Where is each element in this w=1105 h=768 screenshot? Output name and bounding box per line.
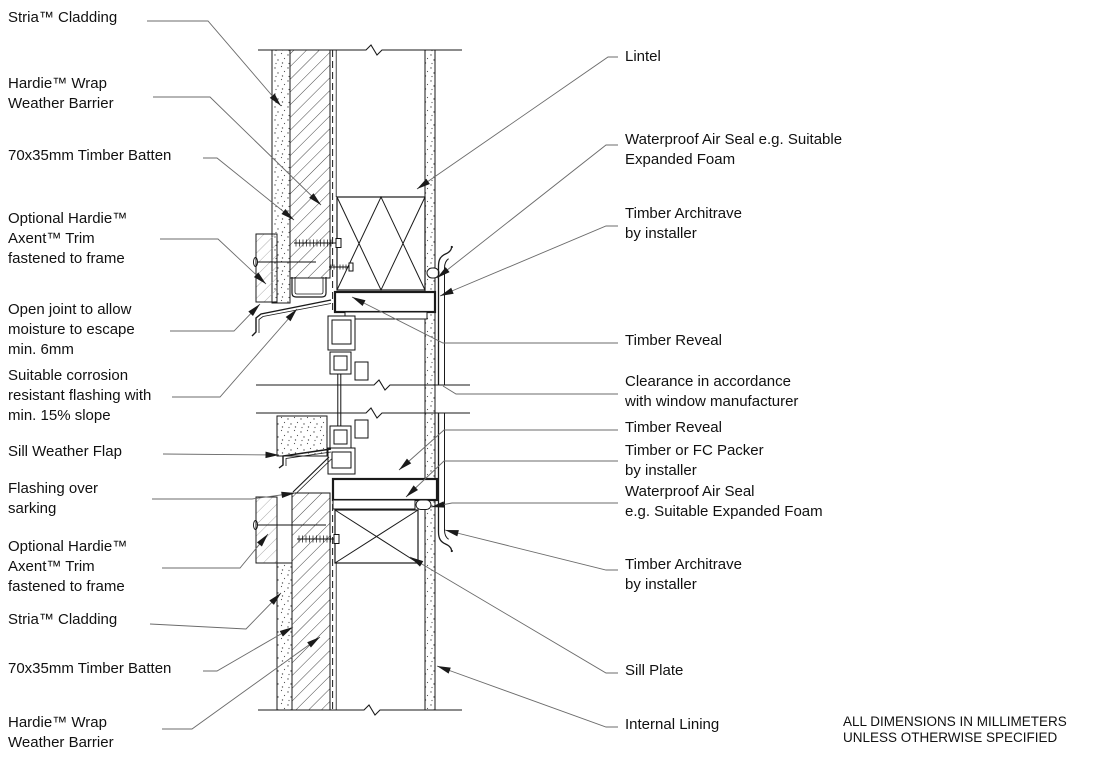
leader-lintel [416,56,618,190]
head-batten-screw [294,238,342,248]
cladding-starter-channel [291,277,327,298]
axent-trim-head-section [255,233,278,303]
label-timber-batten-bottom: 70x35mm Timber Batten [8,660,172,677]
leader-clearance [442,385,618,395]
label-lintel: Lintel [625,48,661,65]
head-frame-screw [329,262,354,272]
label-stria-cladding-top: Stria™ Cladding [8,9,118,26]
sill-packer-strip [332,499,416,510]
leader-axent-trim-head [160,238,267,285]
label-corrosion-flashing: Suitable corrosion resistant flashing wi… [8,367,152,424]
opening-gap-line-upper [256,379,470,391]
internal-lining-section [424,49,436,711]
head-air-seal-foam [426,267,440,279]
leader-timber-reveal-head [351,296,618,344]
leader-timber-reveal-sill [398,429,618,471]
label-axent-trim-head: Optional Hardie™ Axent™ Trim fastened to… [8,210,128,267]
leader-stria-cladding-top [147,20,282,107]
window-head-frame [327,315,369,381]
window-sill-frame [327,419,369,475]
leader-architrave-sill [444,529,618,571]
head-flashing [251,299,332,337]
label-flashing-over-sarking: Flashing over sarking [8,480,99,517]
leader-timber-batten-top [203,157,295,221]
leader-lines [147,20,618,730]
leader-architrave-head [439,225,618,297]
head-packer-strip [344,311,428,320]
axent-trim-sill-section [255,496,278,564]
label-timber-batten-top: 70x35mm Timber Batten [8,147,172,164]
leader-sill-plate [409,556,618,674]
label-hardie-wrap-bottom: Hardie™ Wrap Weather Barrier [8,714,114,751]
timber-batten-section-bottom [291,492,331,711]
leader-air-seal-head [436,144,618,279]
sarking-flashing-section [292,456,332,494]
label-air-seal-sill: Waterproof Air Seal e.g. Suitable Expand… [625,483,823,520]
label-sill-weather-flap: Sill Weather Flap [8,443,122,460]
label-clearance: Clearance in accordance with window manu… [625,373,799,410]
stria-cladding-panel-sill [276,415,328,457]
label-architrave-sill: Timber Architrave by installer [625,556,742,593]
stria-cladding-section-bottom [276,562,293,711]
leader-open-joint [170,303,261,332]
label-open-joint: Open joint to allow moisture to escape m… [8,301,135,358]
leader-stria-cladding-bottom [149,592,282,630]
label-stria-cladding-bottom: Stria™ Cladding [8,611,118,628]
sill-trim-nail [253,520,326,530]
leader-axent-trim-sill [162,533,269,569]
label-internal-lining: Internal Lining [625,716,720,733]
leader-air-seal-sill [430,501,618,508]
label-axent-trim-sill: Optional Hardie™ Axent™ Trim fastened to… [8,538,128,595]
leader-hardie-wrap-bottom [162,636,321,730]
label-hardie-wrap-top: Hardie™ Wrap Weather Barrier [8,75,114,112]
dimensions-note: ALL DIMENSIONS IN MILLIMETERS UNLESS OTH… [843,714,1067,745]
leader-timber-batten-bottom [203,626,294,672]
leader-fc-packer [405,460,618,498]
head-timber-reveal-board [333,290,437,314]
label-air-seal-head: Waterproof Air Seal e.g. Suitable Expand… [625,131,843,168]
break-lines [256,44,470,716]
leader-flashing-over-sarking [152,491,296,500]
head-trim-nail [253,257,316,267]
sill-plate-block [334,509,419,564]
label-timber-reveal-head: Timber Reveal [625,332,722,349]
label-fc-packer: Timber or FC Packer by installer [625,442,764,479]
label-architrave-head: Timber Architrave by installer [625,205,742,242]
break-line-top [258,44,462,56]
sill-weather-flap-section [278,448,332,469]
sill-air-seal-foam [415,499,432,510]
label-sill-plate: Sill Plate [625,662,684,679]
sill-batten-screw [297,534,340,544]
label-timber-reveal-sill: Timber Reveal [625,419,722,436]
window-glazing [337,374,342,426]
lintel-block [336,195,426,292]
leader-internal-lining [436,665,618,728]
leader-sill-weather-flap [162,451,280,459]
leader-hardie-wrap-top [153,96,322,206]
break-line-bottom [258,704,462,716]
wall-assembly [271,49,436,711]
leader-corrosion-flashing [172,308,298,398]
opening-gap-line-lower [256,407,470,419]
